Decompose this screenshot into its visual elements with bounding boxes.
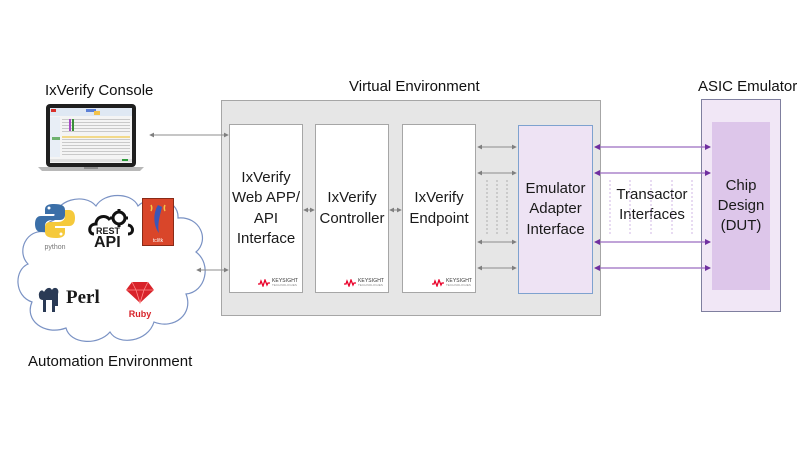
emulator-adapter-interface-block: Emulator Adapter Interface — [518, 125, 593, 294]
tcltk-label: tcl/tk — [152, 238, 164, 244]
keysight-brand: KEYSIGHT — [358, 278, 385, 284]
ruby-label: Ruby — [128, 309, 152, 319]
api-label: API — [94, 234, 121, 251]
ruby-logo: Ruby — [122, 280, 158, 319]
chip-design-label: Chip Design (DUT) — [717, 176, 765, 235]
automation-cloud: python REST API tcl/tk Perl — [14, 190, 214, 350]
transactor-text: Transactor Interfaces — [616, 186, 688, 224]
endpoint-label: IxVerify Endpoint — [409, 189, 469, 227]
python-label: python — [44, 244, 66, 251]
asic-emulator-title: ASIC Emulator — [698, 78, 798, 95]
keysight-sub: TECHNOLOGIES — [272, 283, 298, 287]
ixverify-endpoint-block: IxVerify Endpoint — [402, 124, 476, 293]
keysight-sub: TECHNOLOGIES — [446, 283, 472, 287]
keysight-brand: KEYSIGHT — [272, 278, 299, 284]
python-logo: python — [34, 202, 76, 251]
console-title: IxVerify Console — [45, 82, 154, 99]
chip-design-block: Chip Design (DUT) — [712, 122, 770, 290]
keysight-wave-icon — [344, 279, 356, 287]
perl-label: Perl — [66, 287, 100, 308]
keysight-sub: TECHNOLOGIES — [358, 283, 384, 287]
rest-label: REST — [96, 226, 121, 236]
transactor-interfaces-label: Transactor Interfaces — [607, 185, 697, 226]
transactor-dotted-lines — [609, 180, 693, 236]
tcltk-logo: tcl/tk — [142, 198, 174, 246]
ixverify-controller-block: IxVerify Controller — [315, 124, 389, 293]
laptop-console-image — [36, 103, 146, 173]
webapp-label: IxVerify Web APP/ API Interface — [231, 169, 301, 247]
ixverify-webapp-block: IxVerify Web APP/ API Interface — [229, 124, 303, 293]
keysight-wave-icon — [258, 279, 270, 287]
keysight-brand: KEYSIGHT — [446, 278, 473, 284]
endpoint-adapter-dotted-lines — [486, 180, 508, 236]
controller-label: IxVerify Controller — [319, 189, 385, 227]
perl-logo: Perl — [36, 280, 114, 316]
virtual-env-title: Virtual Environment — [349, 78, 480, 95]
keysight-wave-icon — [432, 279, 444, 287]
emulator-adapter-label: Emulator Adapter Interface — [525, 180, 586, 238]
automation-env-title: Automation Environment — [28, 353, 193, 370]
rest-api-logo: REST API — [86, 208, 136, 256]
